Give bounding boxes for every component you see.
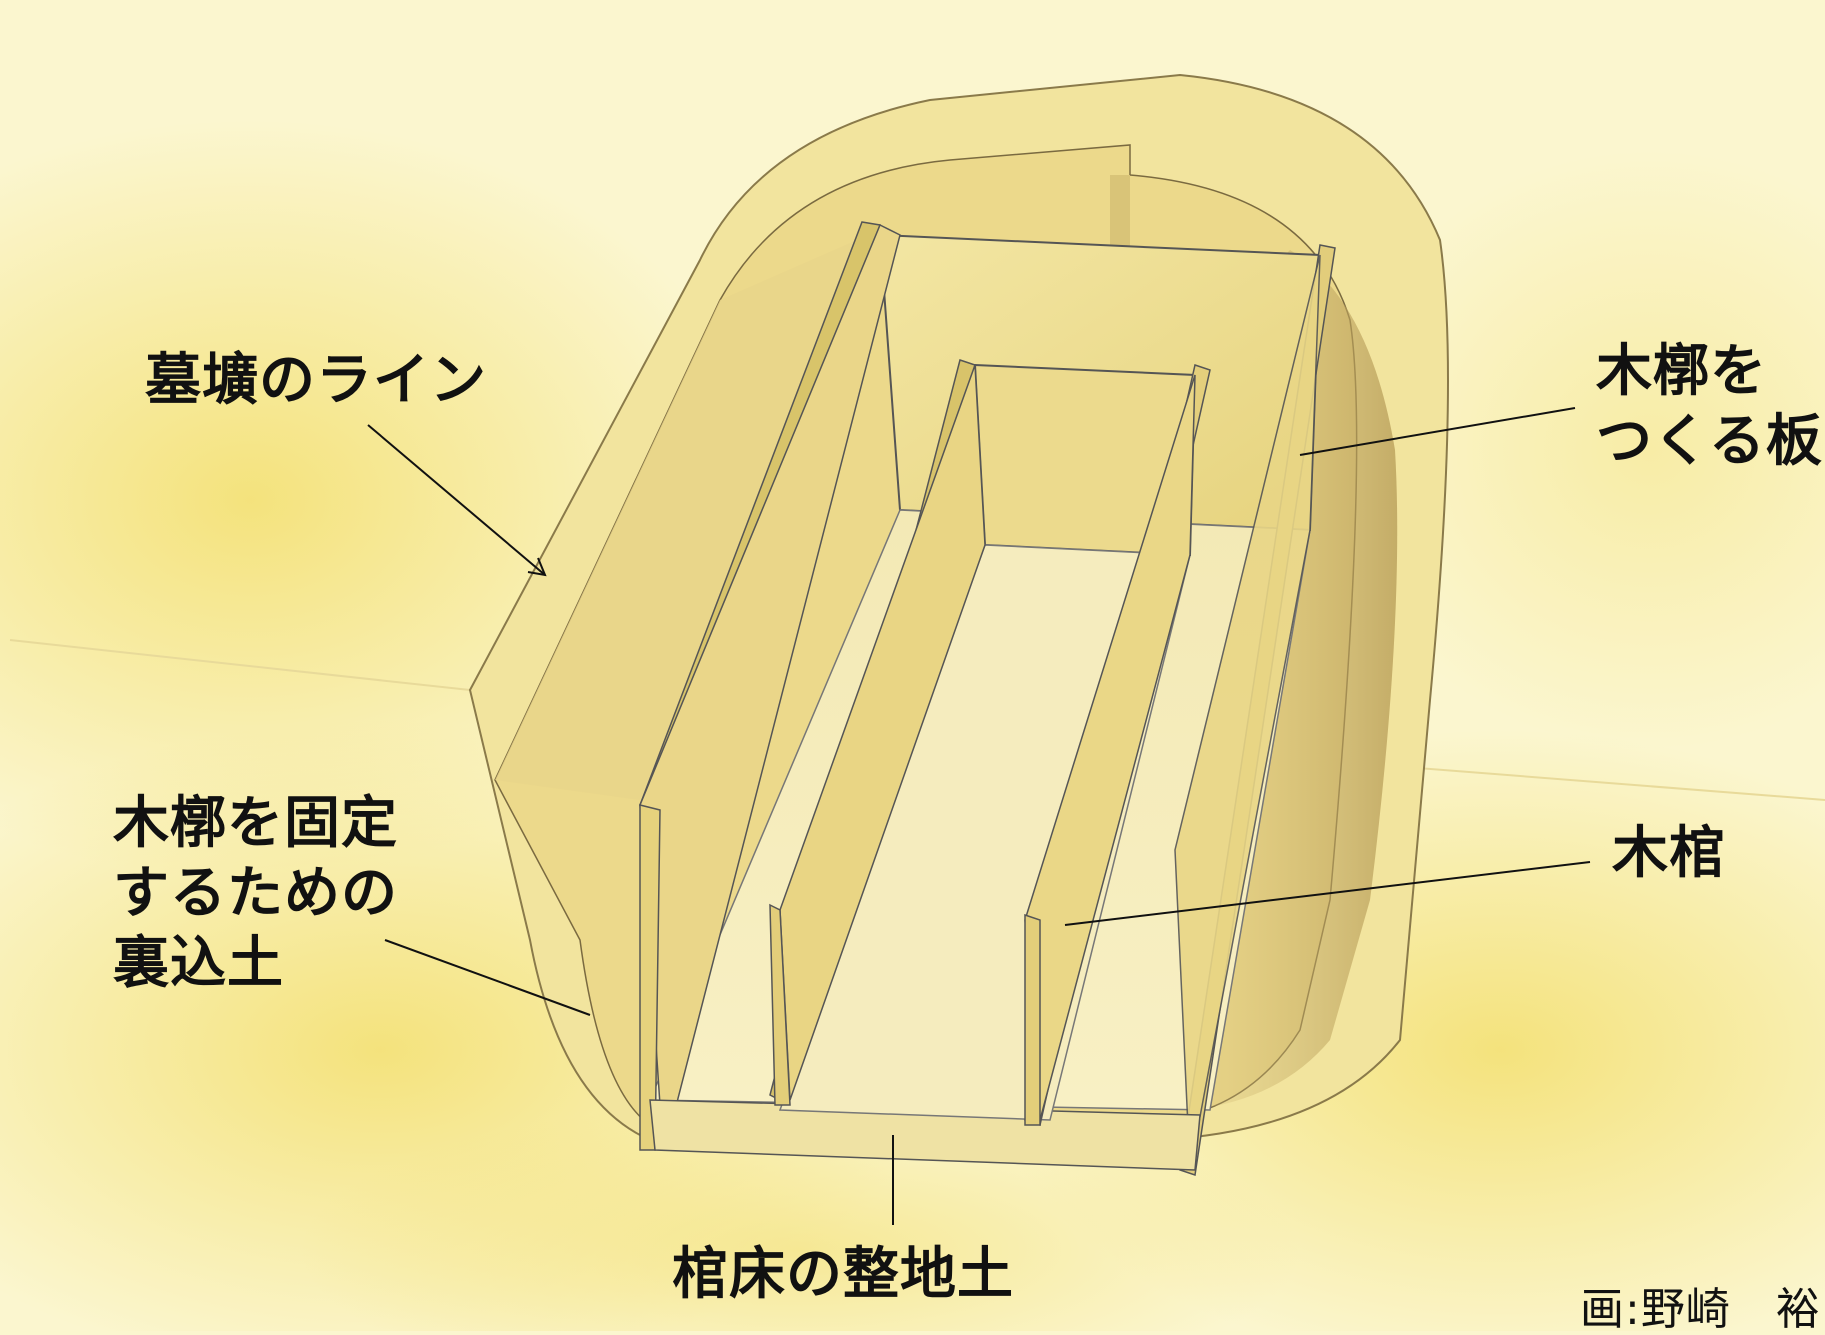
leader-bokou <box>367 424 546 576</box>
label-line: つくる板 <box>1596 409 1823 474</box>
label-line: するための <box>113 861 398 926</box>
label-wooden-coffin: 木棺 <box>1612 821 1726 886</box>
leader-urakome <box>384 939 591 1016</box>
arrow-head <box>527 557 547 577</box>
label-backfill-soil: 木槨を固定 するための 裏込土 <box>113 789 398 999</box>
label-line: 木槨を固定 <box>113 791 398 856</box>
leader-ita <box>1299 407 1576 456</box>
leader-lines <box>367 407 1591 1225</box>
label-coffin-floor-soil: 棺床の整地土 <box>672 1242 1014 1307</box>
label-chamber-boards: 木槨を つくる板 <box>1596 337 1823 477</box>
wooden-coffin <box>769 359 1211 1126</box>
artist-credit: 画:野崎 裕 <box>1580 1284 1821 1335</box>
label-bokou-line: 墓壙のライン <box>145 348 487 413</box>
label-line: 裏込土 <box>113 931 284 996</box>
label-line: 木槨を <box>1596 339 1767 404</box>
leader-mokkan <box>1064 861 1591 926</box>
